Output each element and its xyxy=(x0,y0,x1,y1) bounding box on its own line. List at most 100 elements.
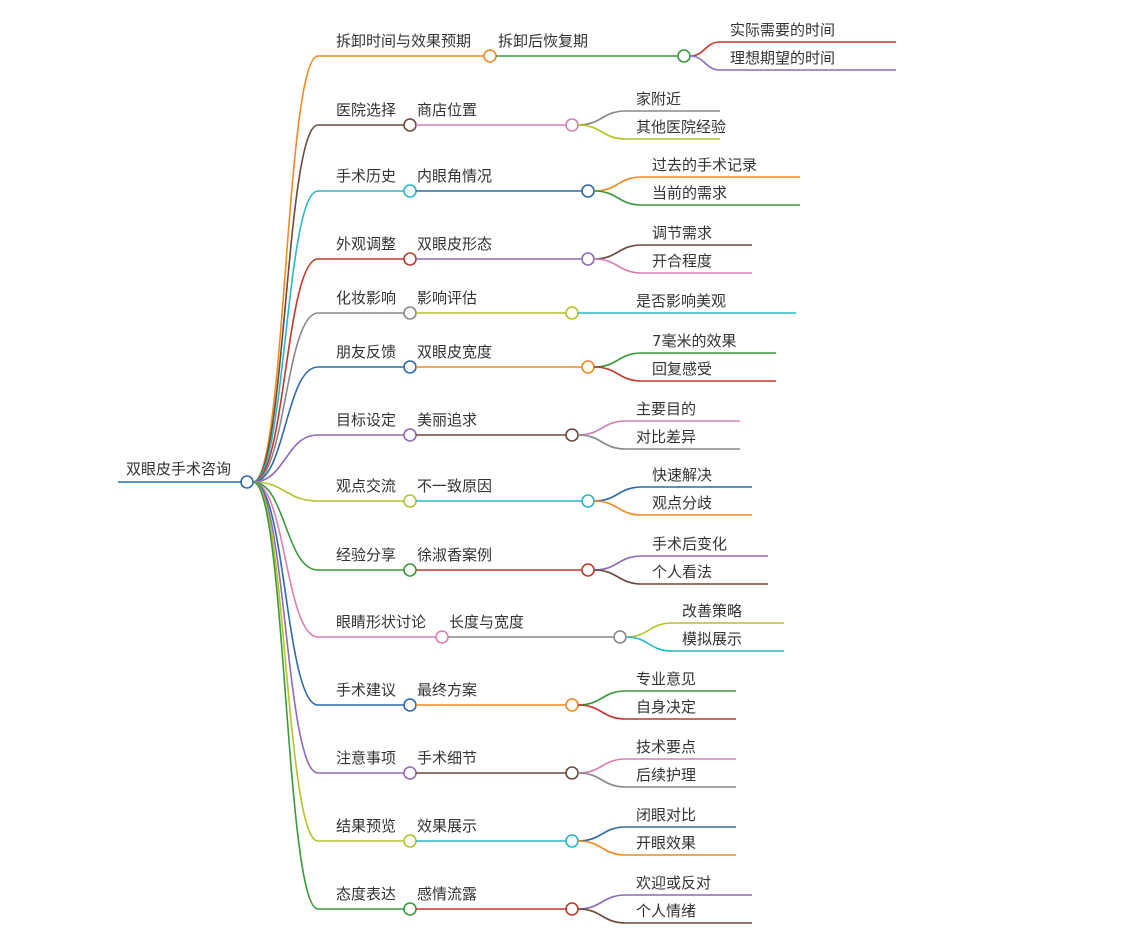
leaf-label: 对比差异 xyxy=(636,428,696,446)
child-label: 感情流露 xyxy=(417,885,477,903)
branch-connector xyxy=(252,312,319,483)
branch-node xyxy=(403,360,417,374)
leaf-label: 专业意见 xyxy=(636,670,696,688)
leaf-connector xyxy=(577,434,627,450)
child-node xyxy=(581,563,595,577)
branch-label: 结果预览 xyxy=(336,817,396,835)
child-node xyxy=(581,252,595,266)
branch-node xyxy=(403,902,417,916)
branch-connector xyxy=(252,366,319,483)
branch-node xyxy=(403,184,417,198)
leaf-connector xyxy=(689,55,721,71)
child-node xyxy=(581,360,595,374)
branch-label: 观点交流 xyxy=(336,477,396,495)
branch-node xyxy=(403,428,417,442)
leaf-label: 欢迎或反对 xyxy=(636,874,711,892)
leaf-connector xyxy=(577,908,627,924)
branch-connector xyxy=(252,55,319,483)
branch-connector xyxy=(252,481,319,910)
branch-connector xyxy=(252,481,319,774)
branch-connector xyxy=(252,481,319,571)
child-label: 最终方案 xyxy=(417,681,477,699)
leaf-label: 是否影响美观 xyxy=(636,292,726,310)
leaf-connector xyxy=(593,244,643,260)
leaf-connector xyxy=(577,758,627,774)
leaf-label: 快速解决 xyxy=(652,466,712,484)
leaf-connector xyxy=(577,110,627,126)
leaf-label: 自身决定 xyxy=(636,698,696,716)
branch-connector xyxy=(252,190,319,483)
branch-label: 态度表达 xyxy=(336,885,396,903)
leaf-connector xyxy=(577,704,627,720)
leaf-connector xyxy=(689,41,721,57)
leaf-label: 当前的需求 xyxy=(652,184,727,202)
branch-connector xyxy=(252,124,319,483)
leaf-label: 其他医院经验 xyxy=(636,118,726,136)
child-label: 手术细节 xyxy=(417,749,477,767)
leaf-label: 回复感受 xyxy=(652,360,712,378)
leaf-label: 个人情绪 xyxy=(636,902,696,920)
child-node xyxy=(565,698,579,712)
leaf-connector xyxy=(577,826,627,842)
child-label: 影响评估 xyxy=(417,289,477,307)
child-label: 双眼皮宽度 xyxy=(417,343,492,361)
root-node xyxy=(240,475,254,489)
leaf-label: 开眼效果 xyxy=(636,834,696,852)
leaf-label: 调节需求 xyxy=(652,224,712,242)
child-node xyxy=(565,118,579,132)
leaf-connector xyxy=(577,772,627,788)
branch-connector xyxy=(252,481,319,638)
leaf-label: 7毫米的效果 xyxy=(652,332,737,350)
leaf-label: 主要目的 xyxy=(636,400,696,418)
child-node xyxy=(565,834,579,848)
leaf-label: 观点分歧 xyxy=(652,494,712,512)
child-node xyxy=(565,902,579,916)
branch-label: 眼睛形状讨论 xyxy=(336,613,426,631)
leaf-label: 改善策略 xyxy=(682,602,742,620)
child-node xyxy=(581,184,595,198)
branch-connector xyxy=(252,481,319,706)
leaf-label: 家附近 xyxy=(636,90,681,108)
child-label: 不一致原因 xyxy=(417,477,492,495)
leaf-connector xyxy=(593,555,643,571)
child-label: 商店位置 xyxy=(417,101,477,119)
leaf-label: 开合程度 xyxy=(652,252,712,270)
leaf-label: 闭眼对比 xyxy=(636,806,696,824)
leaf-label: 模拟展示 xyxy=(682,630,742,648)
leaf-connector xyxy=(593,366,643,382)
branch-connector xyxy=(252,434,319,483)
leaf-connector xyxy=(577,420,627,436)
branch-node xyxy=(403,118,417,132)
leaf-label: 手术后变化 xyxy=(652,535,727,553)
child-node xyxy=(565,306,579,320)
leaf-connector xyxy=(577,894,627,910)
leaf-label: 后续护理 xyxy=(636,766,696,784)
leaf-connector xyxy=(577,690,627,706)
branch-label: 手术建议 xyxy=(336,681,396,699)
branch-node xyxy=(435,630,449,644)
leaf-label: 理想期望的时间 xyxy=(730,49,835,67)
branch-label: 经验分享 xyxy=(336,546,396,564)
branch-label: 化妆影响 xyxy=(336,289,396,307)
child-node xyxy=(677,49,691,63)
child-node xyxy=(565,428,579,442)
branch-node xyxy=(403,494,417,508)
child-node xyxy=(581,494,595,508)
leaf-label: 个人看法 xyxy=(652,563,712,581)
leaf-label: 实际需要的时间 xyxy=(730,21,835,39)
leaf-label: 过去的手术记录 xyxy=(652,156,757,174)
child-label: 内眼角情况 xyxy=(417,167,492,185)
leaf-connector xyxy=(593,500,643,516)
leaf-connector xyxy=(625,636,673,652)
leaf-connector xyxy=(593,486,643,502)
leaf-connector xyxy=(593,258,643,274)
child-label: 效果展示 xyxy=(417,817,477,835)
child-node xyxy=(613,630,627,644)
leaf-connector xyxy=(593,569,643,585)
branch-label: 拆卸时间与效果预期 xyxy=(336,32,471,50)
branch-connector xyxy=(252,481,319,842)
branch-node xyxy=(403,834,417,848)
leaf-connector xyxy=(625,622,673,638)
branch-label: 手术历史 xyxy=(336,167,396,185)
branch-node xyxy=(403,306,417,320)
